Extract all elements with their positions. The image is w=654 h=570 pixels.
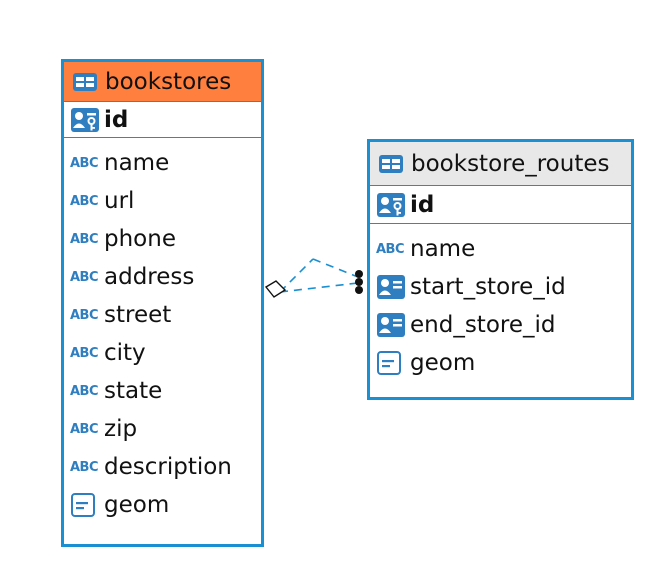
bookstore-routes-pk-label: id <box>410 191 435 218</box>
column-row[interactable]: ABC name <box>64 144 261 182</box>
column-name: address <box>104 264 195 290</box>
bookstores-pk-row[interactable]: id <box>64 102 261 138</box>
column-row[interactable]: ABC phone <box>64 220 261 258</box>
column-name: name <box>104 150 170 176</box>
bookstores-header[interactable]: bookstores <box>64 62 261 102</box>
text-type-icon: ABC <box>70 383 99 399</box>
column-type-icon: ABC <box>70 156 104 171</box>
bookstore-routes-table[interactable]: bookstore_routes id ABC name start_store_i… <box>367 139 634 400</box>
column-type-icon: ABC <box>70 346 104 361</box>
column-row[interactable]: ABC url <box>64 182 261 220</box>
column-row[interactable]: ABC description <box>64 448 261 486</box>
column-type-icon: ABC <box>70 460 104 475</box>
column-name: geom <box>104 492 170 518</box>
geometry-icon <box>71 493 95 517</box>
bookstore-routes-title: bookstore_routes <box>411 150 610 177</box>
column-row[interactable]: ABC city <box>64 334 261 372</box>
column-name: geom <box>410 350 476 376</box>
column-type-icon: ABC <box>70 232 104 247</box>
column-name: city <box>104 340 146 366</box>
table-icon <box>73 72 97 91</box>
column-type-icon <box>70 492 104 518</box>
bookstore-routes-pk-row[interactable]: id <box>370 186 631 224</box>
foreign-key-icon <box>377 313 405 337</box>
column-name: end_store_id <box>410 312 556 338</box>
column-type-icon <box>376 274 410 300</box>
column-name: street <box>104 302 172 328</box>
bookstore-routes-header[interactable]: bookstore_routes <box>370 142 631 186</box>
column-type-icon <box>376 312 410 338</box>
column-type-icon: ABC <box>70 194 104 209</box>
column-name: state <box>104 378 163 404</box>
column-row[interactable]: ABC name <box>370 230 631 268</box>
text-type-icon: ABC <box>376 241 405 257</box>
column-row[interactable]: end_store_id <box>370 306 631 344</box>
table-icon <box>379 154 403 173</box>
column-type-icon: ABC <box>376 242 410 257</box>
bookstores-pk-label: id <box>104 106 129 133</box>
column-name: url <box>104 188 135 214</box>
column-name: start_store_id <box>410 274 566 300</box>
column-row[interactable]: ABC state <box>64 372 261 410</box>
one-cardinality-diamond <box>264 280 287 298</box>
text-type-icon: ABC <box>70 193 99 209</box>
text-type-icon: ABC <box>70 155 99 171</box>
column-row[interactable]: geom <box>64 486 261 524</box>
text-type-icon: ABC <box>70 459 99 475</box>
column-row[interactable]: ABC zip <box>64 410 261 448</box>
column-type-icon <box>376 350 410 376</box>
geometry-icon <box>377 351 401 375</box>
text-type-icon: ABC <box>70 269 99 285</box>
primary-key-icon <box>70 107 104 133</box>
column-name: phone <box>104 226 176 252</box>
bookstores-title: bookstores <box>105 68 232 95</box>
column-name: zip <box>104 416 138 442</box>
text-type-icon: ABC <box>70 345 99 361</box>
column-name: name <box>410 236 476 262</box>
column-name: description <box>104 454 232 480</box>
column-type-icon: ABC <box>70 308 104 323</box>
many-cardinality-marker <box>355 270 363 294</box>
column-row[interactable]: ABC address <box>64 258 261 296</box>
column-row[interactable]: ABC street <box>64 296 261 334</box>
foreign-key-icon <box>377 275 405 299</box>
column-type-icon: ABC <box>70 422 104 437</box>
column-row[interactable]: geom <box>370 344 631 382</box>
relationship-lines <box>279 258 359 293</box>
text-type-icon: ABC <box>70 231 99 247</box>
column-type-icon: ABC <box>70 270 104 285</box>
column-type-icon: ABC <box>70 384 104 399</box>
column-row[interactable]: start_store_id <box>370 268 631 306</box>
primary-key-icon <box>376 192 410 218</box>
text-type-icon: ABC <box>70 307 99 323</box>
text-type-icon: ABC <box>70 421 99 437</box>
